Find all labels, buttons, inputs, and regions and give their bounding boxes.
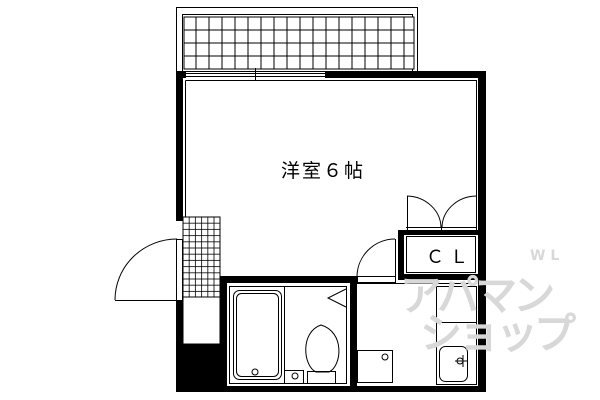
western-room-label: 洋室６帖	[281, 160, 366, 182]
closet	[398, 195, 478, 280]
closet-label: ＣＬ	[426, 247, 474, 268]
entrance-genkan	[182, 216, 221, 345]
bath-walls	[220, 276, 357, 392]
western-room	[185, 80, 477, 230]
balcony	[176, 7, 418, 72]
unit-bath	[229, 286, 347, 384]
kitchen-area	[357, 283, 477, 385]
balcony-window	[186, 68, 325, 80]
entry-door	[114, 238, 183, 301]
bathtub-icon	[233, 290, 282, 380]
watermark-line1: アパマン	[400, 271, 555, 320]
watermark-line2: ショップ	[420, 309, 576, 358]
toilet-icon	[305, 324, 340, 384]
watermark-sup: W L	[530, 248, 560, 264]
kitchen-door	[356, 238, 396, 283]
outer-walls	[176, 71, 486, 392]
